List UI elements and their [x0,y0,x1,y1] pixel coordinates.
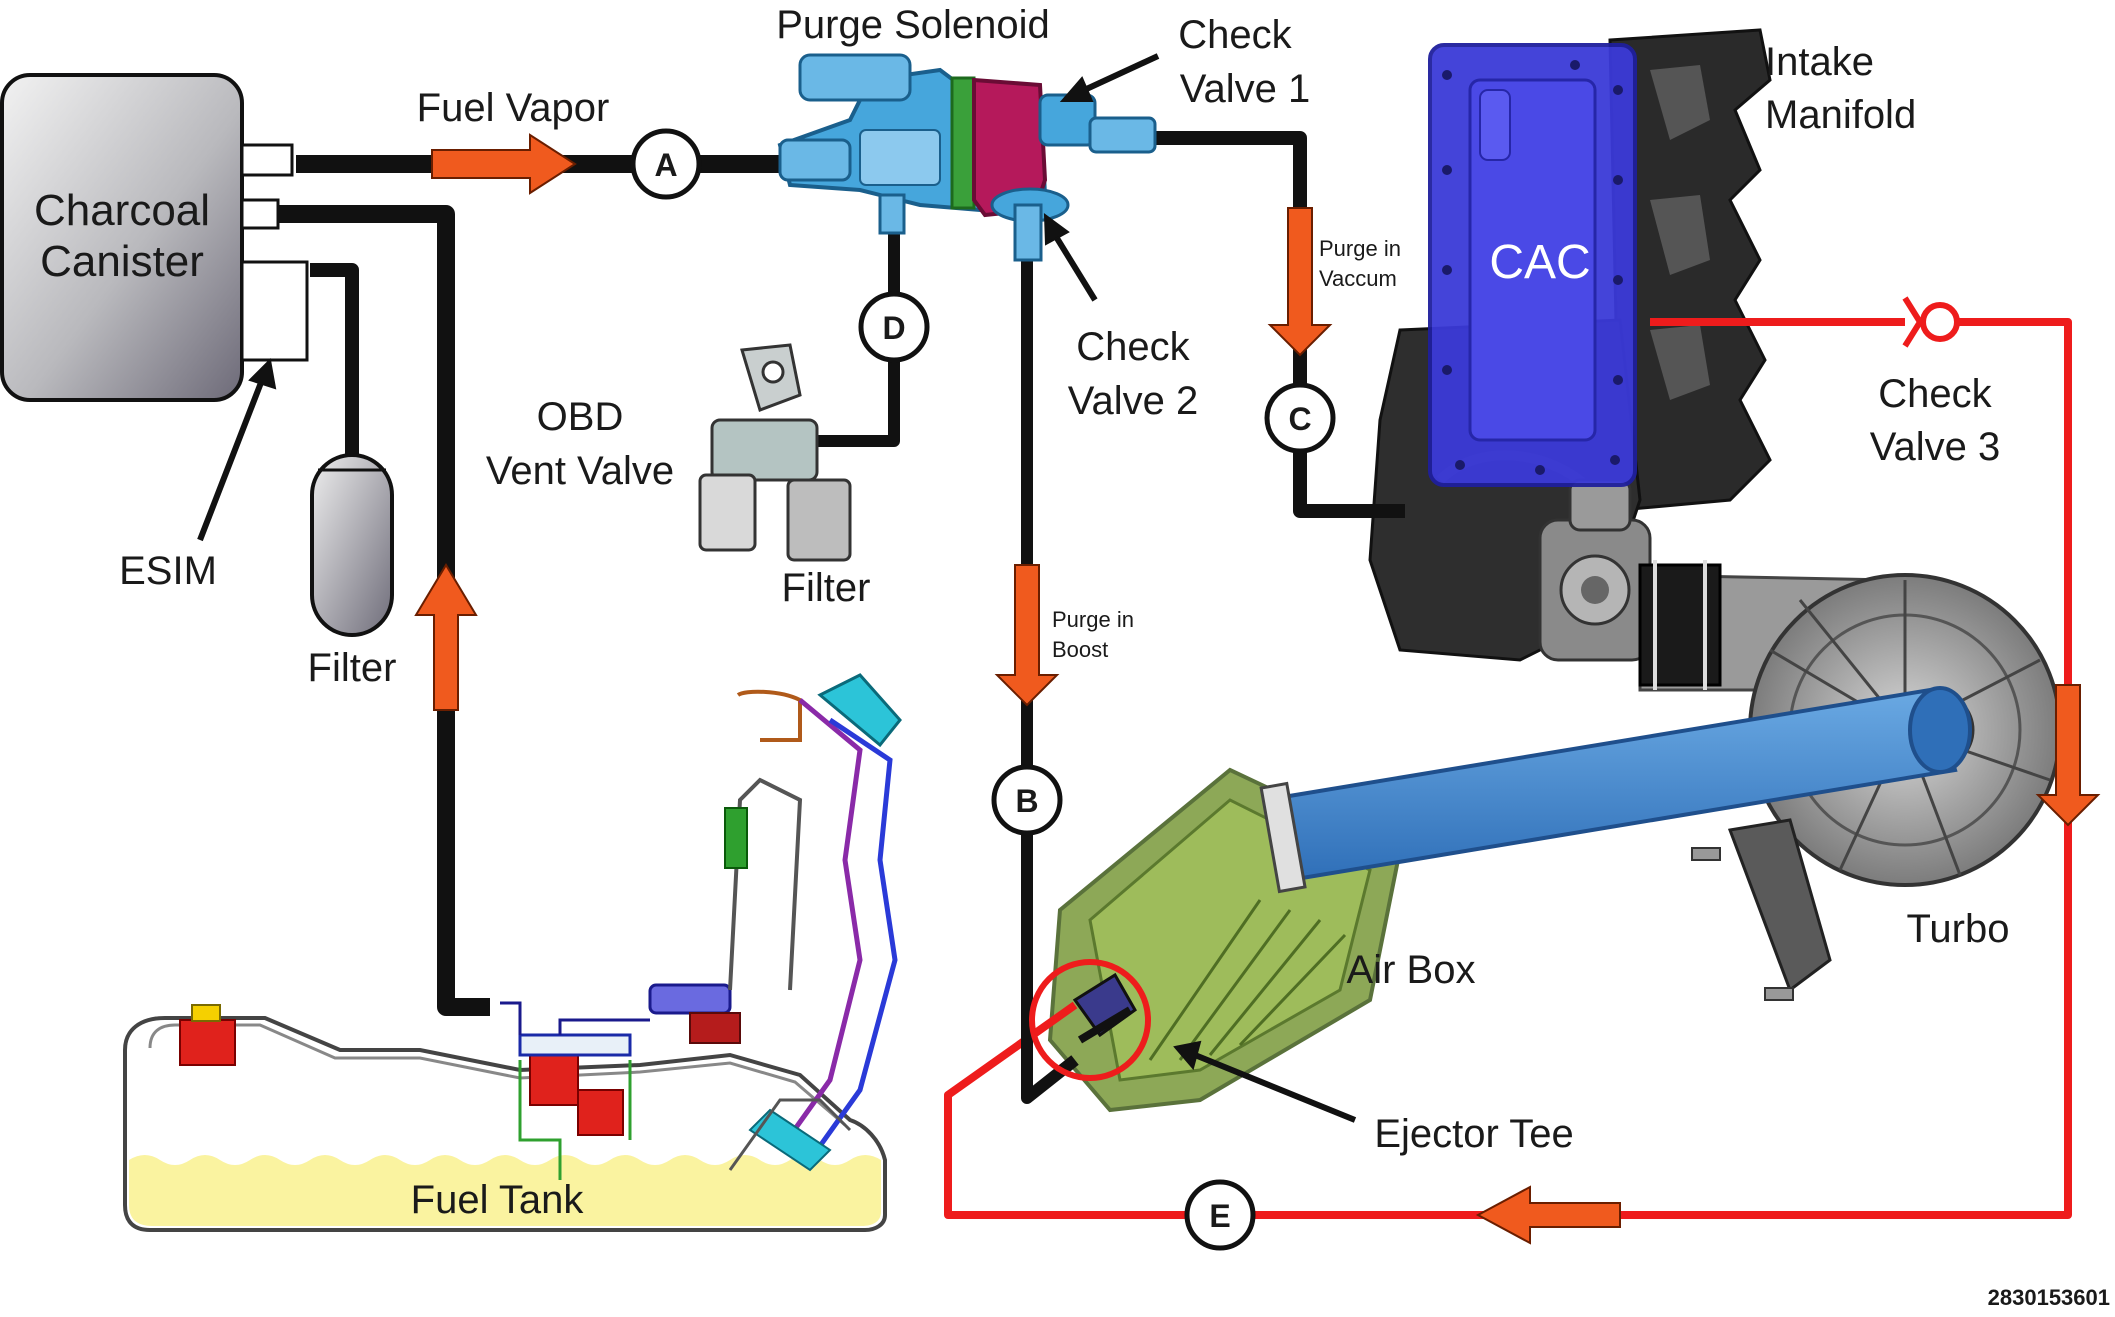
pointer-check-valve-1 [1059,53,1160,102]
junction-c: C [1264,382,1336,454]
check-valve-2-label-line1: Check [1076,325,1190,369]
obd-vent-valve-label-line1: OBD [537,395,624,439]
filter-left-label: Filter [308,646,397,690]
pointer-ejector-tee [1173,1040,1357,1123]
purge-in-boost-label-line2: Boost [1052,637,1108,662]
filter-obd-label: Filter [782,566,871,610]
charcoal-canister-label-line2: Canister [40,237,204,286]
filter-left [310,453,394,637]
junction-a: A [630,128,702,200]
intake-manifold-label-line1: Intake [1765,40,1874,84]
junction-e: E [1184,1179,1256,1251]
cac-label: CAC [1489,236,1590,289]
filler-neck [724,673,902,1172]
intake-manifold-label-line2: Manifold [1765,93,1916,137]
junction-b-label: B [1015,783,1038,819]
turbo-label: Turbo [1906,907,2009,951]
charcoal-canister: Charcoal Canister [0,73,309,402]
intake-manifold [1608,28,1772,512]
figure-id: 2830153601 [1988,1285,2110,1310]
junction-c-label: C [1288,401,1311,437]
filter-line [310,263,359,455]
flow-arrow-purge-vacuum [1267,207,1333,357]
junction-b: B [991,764,1063,836]
intake-duct [1259,686,1972,894]
check-valve-3-label-line1: Check [1878,372,1992,416]
pointer-esim [197,357,277,542]
check-valve-2-label-line2: Valve 2 [1068,379,1198,423]
cac-intercooler: CAC [1428,43,1637,487]
charcoal-canister-label-line1: Charcoal [34,186,210,235]
obd-vent-valve [698,343,852,562]
purge-solenoid [777,53,1157,262]
check-valve-1-label-line1: Check [1178,13,1292,57]
pointer-check-valve-2 [1043,212,1098,302]
purge-in-boost-label-line1: Purge in [1052,607,1134,632]
flow-arrow-boost-left [1475,1185,1621,1245]
obd-vent-valve-label-line2: Vent Valve [486,449,674,493]
check-valve-3-label-line2: Valve 3 [1870,425,2000,469]
flow-arrow-fuel-vapor [431,133,577,195]
fuel-tank-label: Fuel Tank [411,1178,585,1222]
junction-e-label: E [1209,1198,1230,1234]
purge-boost-line-b [1021,258,1079,1104]
junction-d: D [858,291,930,363]
esim-label: ESIM [119,549,217,593]
purge-solenoid-label: Purge Solenoid [776,3,1050,47]
junction-a-label: A [654,147,677,183]
purge-in-vaccum-label-line1: Purge in [1319,236,1401,261]
fuel-tank [123,983,887,1232]
check-valve-3-symbol [1902,296,1960,348]
junction-d-label: D [882,310,905,346]
check-valve-1-label-line2: Valve 1 [1180,67,1310,111]
air-box-label: Air Box [1347,948,1476,992]
flow-arrow-purge-boost [994,564,1060,707]
flow-arrow-tank-up [414,563,478,711]
fuel-vapor-label: Fuel Vapor [417,86,610,130]
ejector-tee [1029,959,1151,1081]
ejector-tee-label: Ejector Tee [1374,1112,1573,1156]
flow-arrow-boost-down [2035,684,2101,827]
purge-in-vaccum-label-line2: Vaccum [1319,266,1397,291]
